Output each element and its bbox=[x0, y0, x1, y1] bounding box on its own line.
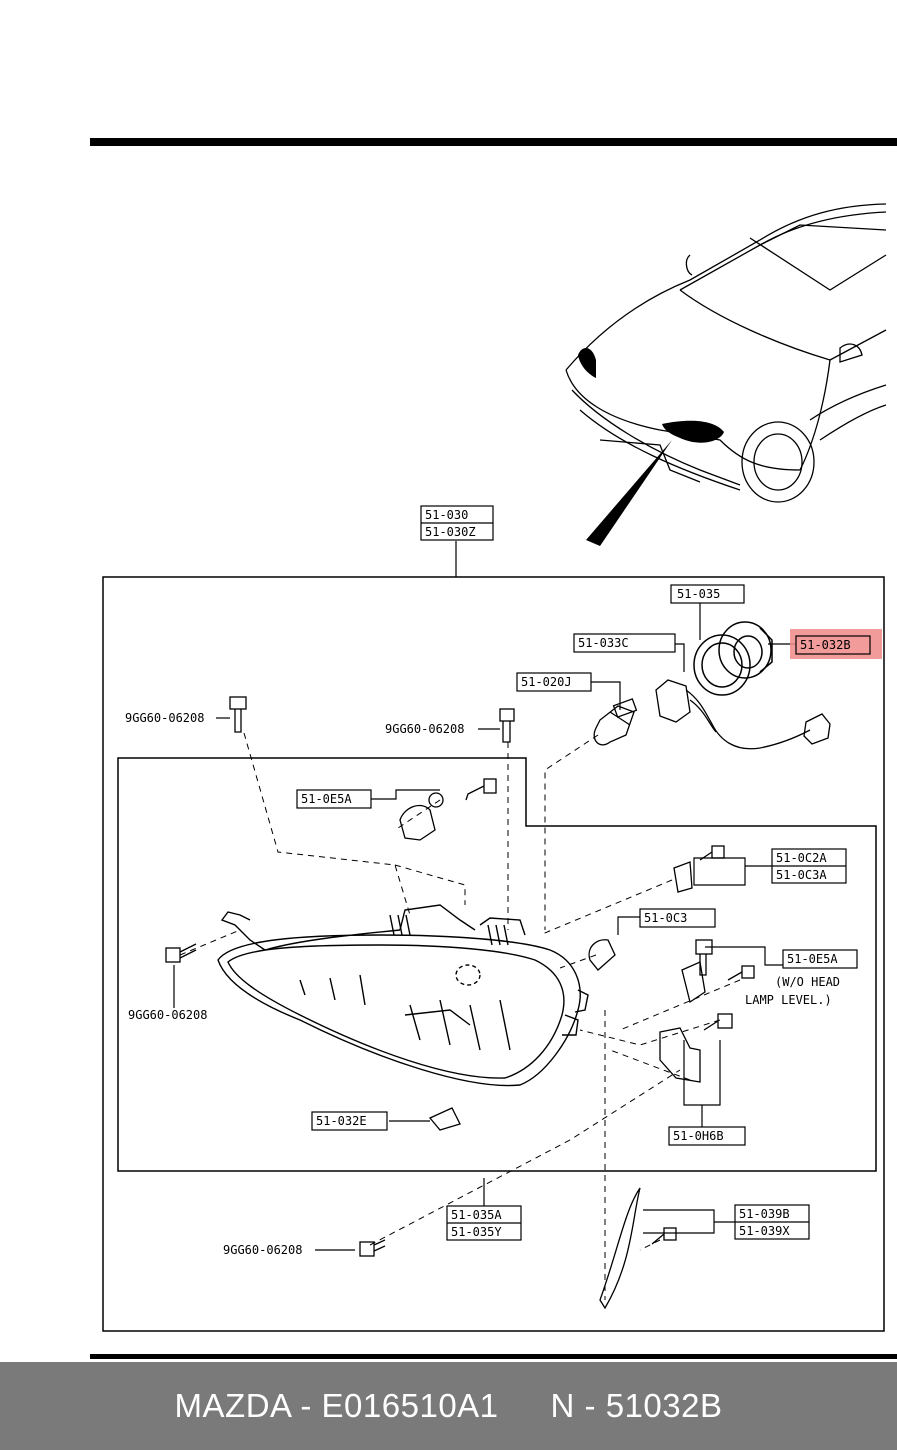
part-number-51-030z: 51-030Z bbox=[425, 525, 476, 539]
inner-frame bbox=[117, 757, 877, 1172]
label-51-0e5a-top: 51-0E5A bbox=[296, 789, 372, 809]
label-51-032b: 51-032B bbox=[790, 629, 882, 659]
label-51-039b: 51-039B 51-039X bbox=[734, 1204, 810, 1240]
car-illustration bbox=[565, 203, 887, 503]
label-51-0h6b: 51-0H6B bbox=[668, 1126, 746, 1146]
part-number-51-032b: 51-032B bbox=[800, 638, 851, 652]
label-51-032e: 51-032E bbox=[311, 1111, 388, 1131]
bulb bbox=[593, 698, 638, 746]
headlamp-parts-diagram: 51-030 51-030Z 51-035 51-033C 51-032B 51… bbox=[90, 138, 897, 1359]
label-51-0e5a-right: 51-0E5A (W/O HEAD LAMP LEVEL.) bbox=[745, 949, 858, 1007]
bolt-label-bottom: 9GG60-06208 bbox=[223, 1243, 302, 1257]
bolt-label-left: 9GG60-06208 bbox=[128, 1008, 207, 1022]
part-number-51-039b: 51-039B bbox=[739, 1207, 790, 1221]
part-number-51-030: 51-030 bbox=[425, 508, 468, 522]
part-number-51-020j: 51-020J bbox=[521, 675, 572, 689]
bracket-parts bbox=[399, 792, 706, 1310]
part-number-51-032e: 51-032E bbox=[316, 1114, 367, 1128]
part-number-51-039x: 51-039X bbox=[739, 1224, 790, 1238]
left-headlamp-mark bbox=[578, 348, 596, 378]
headlamp-assembly bbox=[217, 904, 589, 1087]
bolt-label-top-mid: 9GG60-06208 bbox=[385, 722, 464, 736]
part-labels: 51-030 51-030Z 51-035 51-033C 51-032B 51… bbox=[125, 505, 882, 1257]
label-51-0c2a: 51-0C2A 51-0C3A bbox=[771, 848, 847, 884]
part-number-51-0h6b: 51-0H6B bbox=[673, 1129, 724, 1143]
footer-part-code: MAZDA - E016510A1 bbox=[174, 1387, 499, 1424]
bolt-icons bbox=[165, 696, 755, 1257]
pointer-arrow bbox=[586, 440, 672, 546]
bottom-rule bbox=[90, 1354, 897, 1359]
label-51-020j: 51-020J bbox=[516, 672, 592, 692]
outer-frame bbox=[102, 576, 885, 1332]
part-number-51-0c2a: 51-0C2A bbox=[776, 851, 827, 865]
label-51-033c: 51-033C bbox=[573, 633, 676, 653]
bolt-label-top-left: 9GG60-06208 bbox=[125, 711, 204, 725]
footer-part-number: N - 51032B bbox=[550, 1387, 723, 1424]
part-number-51-0e5a-right: 51-0E5A bbox=[787, 952, 838, 966]
part-number-51-035: 51-035 bbox=[677, 587, 720, 601]
top-rule bbox=[90, 138, 897, 146]
note-line-1: (W/O HEAD bbox=[775, 975, 840, 989]
socket-harness bbox=[655, 679, 831, 750]
right-headlamp-mark bbox=[662, 420, 724, 443]
part-number-51-0c3: 51-0C3 bbox=[644, 911, 687, 925]
label-51-030: 51-030 51-030Z bbox=[420, 505, 494, 541]
label-51-035: 51-035 bbox=[670, 584, 745, 604]
dashed-lines bbox=[179, 732, 741, 1300]
part-number-51-035a: 51-035A bbox=[451, 1208, 502, 1222]
label-51-035a: 51-035A 51-035Y bbox=[446, 1205, 522, 1241]
part-number-51-033c: 51-033C bbox=[578, 636, 629, 650]
bulb-cover bbox=[693, 621, 773, 696]
label-51-0c3: 51-0C3 bbox=[639, 908, 716, 928]
part-number-51-035y: 51-035Y bbox=[451, 1225, 502, 1239]
footer-bar: MAZDA - E016510A1 N - 51032B bbox=[0, 1362, 897, 1450]
leader-lines bbox=[173, 541, 796, 1251]
note-line-2: LAMP LEVEL.) bbox=[745, 993, 832, 1007]
part-number-51-0e5a-top: 51-0E5A bbox=[301, 792, 352, 806]
part-number-51-0c3a: 51-0C3A bbox=[776, 868, 827, 882]
